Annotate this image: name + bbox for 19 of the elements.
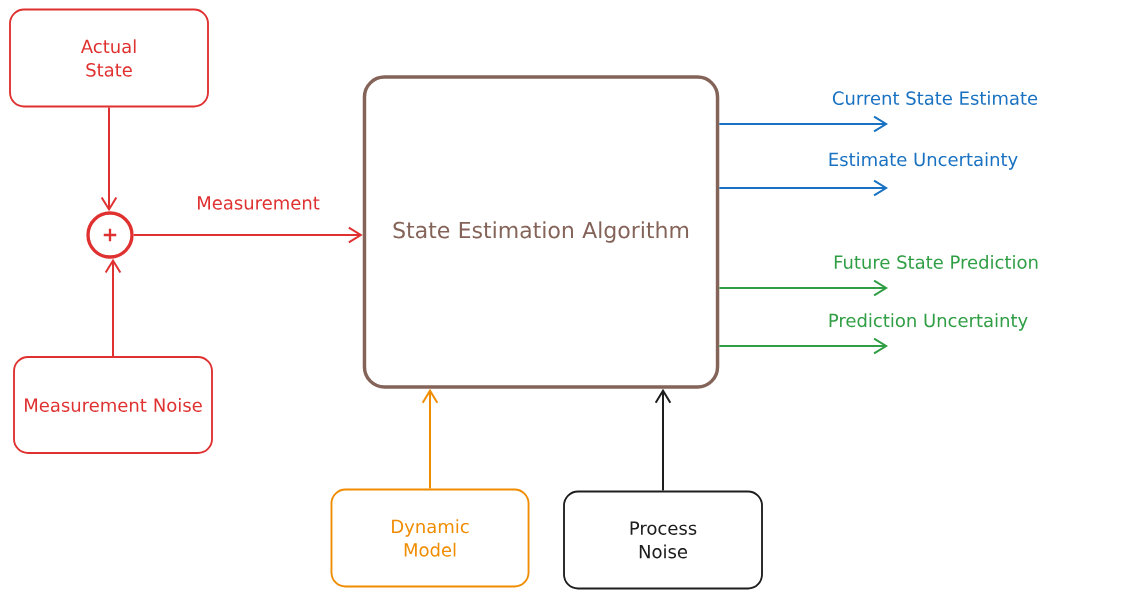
arrow bbox=[421, 388, 439, 490]
edge-label: Estimate Uncertainty bbox=[826, 150, 1020, 172]
arrow bbox=[718, 179, 888, 197]
process-box: Process Noise bbox=[563, 490, 763, 590]
process-box: State Estimation Algorithm bbox=[362, 75, 720, 389]
edge-label: Future State Prediction bbox=[831, 253, 1041, 271]
arrow bbox=[718, 115, 888, 133]
process-box: Measurement Noise bbox=[13, 356, 213, 454]
arrow bbox=[100, 106, 118, 212]
arrow bbox=[718, 279, 888, 297]
arrow bbox=[132, 226, 363, 244]
edge-label: Current State Estimate bbox=[830, 89, 1040, 107]
arrow bbox=[104, 258, 122, 358]
arrow bbox=[654, 388, 672, 492]
process-box: Dynamic Model bbox=[330, 488, 530, 588]
edge-label: Prediction Uncertainty bbox=[826, 311, 1030, 333]
edge-label: Measurement bbox=[194, 195, 322, 212]
arrow bbox=[718, 337, 888, 355]
process-box: Actual State bbox=[9, 8, 209, 108]
